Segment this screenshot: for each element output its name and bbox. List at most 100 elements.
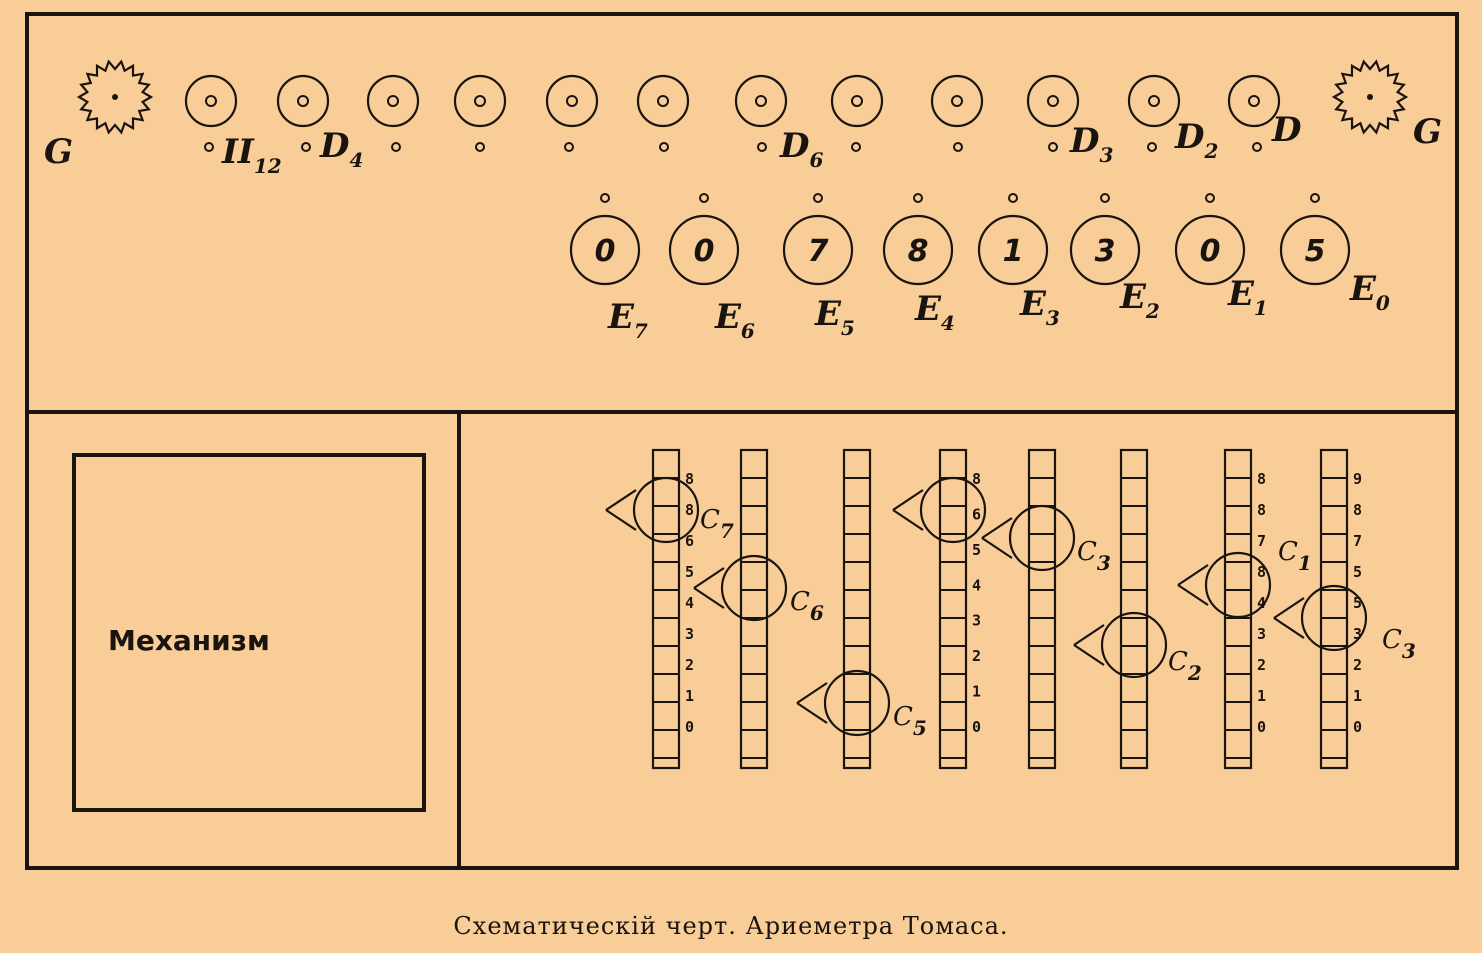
result-dial: 5E0 [1279, 193, 1390, 315]
slider-tick-label: 8 [685, 501, 694, 519]
slider-knob[interactable] [1073, 611, 1168, 679]
setting-slider: C6 [693, 448, 824, 770]
slider-rail [1119, 448, 1149, 770]
top-dial-label-subscript: 4 [349, 148, 363, 172]
top-dial-label-letter: II [221, 132, 255, 172]
slider-rail [842, 448, 872, 770]
slider-knob[interactable] [1273, 584, 1368, 652]
result-dial-label-letter: E [814, 294, 842, 334]
slider-tick-label: 8 [1257, 501, 1266, 519]
top-dial [366, 74, 420, 152]
slider-tick-label: 0 [1257, 718, 1266, 736]
top-dial [1227, 74, 1281, 152]
slider-tick-label: 0 [972, 718, 981, 736]
top-dial-label-letter: D [1174, 117, 1205, 157]
result-dial-label-subscript: 5 [841, 316, 855, 340]
slider-label-letter: C [893, 702, 913, 732]
result-dial-digit: 7 [808, 234, 829, 269]
result-dial-ring [882, 214, 954, 286]
slider-knob[interactable] [1177, 551, 1272, 619]
top-dial [930, 74, 984, 152]
pin-hole [659, 142, 669, 152]
result-dial-label-letter: E [1119, 277, 1147, 317]
result-dial-digit: 0 [1200, 234, 1221, 269]
result-dial-label-letter: E [714, 297, 742, 337]
result-dial-label: E4 [914, 289, 955, 335]
pin-hole [699, 193, 709, 203]
result-dial-label-letter: E [1349, 269, 1377, 309]
pin-hole [1147, 142, 1157, 152]
result-dial-label: E5 [814, 294, 855, 340]
result-dial-digit: 5 [1305, 234, 1326, 269]
right-gear-icon [1331, 59, 1409, 135]
right-gear-label: G [1413, 112, 1442, 152]
top-dial-label: D [1271, 110, 1302, 150]
slider-tick-label: 3 [1353, 625, 1362, 643]
result-dial-digit: 0 [694, 234, 715, 269]
pin-hole [813, 193, 823, 203]
result-dial-label-letter: E [607, 297, 635, 337]
pin-hole [1310, 193, 1320, 203]
result-dial-label: E1 [1227, 274, 1268, 320]
top-dial [1127, 74, 1181, 152]
top-dial [734, 74, 788, 152]
setting-slider: C2 [1073, 448, 1202, 770]
slider-tick-label: 1 [972, 683, 981, 701]
result-dial-label: E0 [1349, 269, 1390, 315]
slider-label: C3 [1382, 625, 1416, 663]
result-dial: 7E5 [782, 193, 855, 340]
result-dial: 0E7 [569, 193, 648, 343]
slider-knob[interactable] [796, 669, 891, 737]
slider-label: C7 [700, 505, 734, 543]
result-dial-label: E7 [607, 297, 648, 343]
slider-tick-label: 7 [1257, 532, 1266, 550]
result-dial-label-subscript: 7 [634, 319, 648, 343]
result-dial-ring [569, 214, 641, 286]
slider-label-letter: C [1077, 537, 1097, 567]
top-dial [1026, 74, 1080, 152]
top-dial-label-subscript: 12 [254, 154, 282, 178]
slider-tick-label: 0 [1353, 718, 1362, 736]
left-gear-label: G [44, 132, 73, 172]
result-dial-digit: 8 [908, 234, 929, 269]
result-dial-digit: 0 [595, 234, 616, 269]
slider-knob[interactable] [892, 476, 987, 544]
slider-tick-label: 8 [1257, 563, 1266, 581]
slider-rail [739, 448, 769, 770]
top-dial [636, 74, 690, 152]
slider-knob[interactable] [981, 504, 1076, 572]
slider-tick-label: 4 [972, 576, 981, 594]
top-dial-label-subscript: 6 [809, 148, 823, 172]
pin-hole [953, 142, 963, 152]
slider-tick-label: 5 [1353, 594, 1362, 612]
slider-rail [1319, 448, 1349, 770]
result-dial-ring [782, 214, 854, 286]
mechanism-label: Механизм [108, 624, 270, 657]
top-dial-label: D6 [779, 126, 823, 172]
slider-tick-label: 1 [1353, 687, 1362, 705]
result-dial-ring [1174, 214, 1246, 286]
slider-label: C5 [893, 702, 927, 740]
pin-hole [1205, 193, 1215, 203]
top-dial [453, 74, 507, 152]
result-dial-ring [668, 214, 740, 286]
slider-tick-label: 2 [972, 647, 981, 665]
slider-tick-label: 1 [685, 687, 694, 705]
pin-hole [391, 142, 401, 152]
slider-tick-label: 2 [685, 656, 694, 674]
top-dial-label-letter: D [779, 126, 810, 166]
slider-knob[interactable] [605, 476, 700, 544]
slider-tick-label: 8 [972, 470, 981, 488]
slider-tick-label: 2 [1353, 656, 1362, 674]
result-dial-ring [1279, 214, 1351, 286]
result-dial-ring [977, 214, 1049, 286]
slider-knob[interactable] [693, 554, 788, 622]
top-dial-label: II12 [221, 132, 282, 178]
slider-label: C6 [790, 587, 824, 625]
mechanism-box [72, 453, 426, 812]
slider-label-letter: C [790, 587, 810, 617]
